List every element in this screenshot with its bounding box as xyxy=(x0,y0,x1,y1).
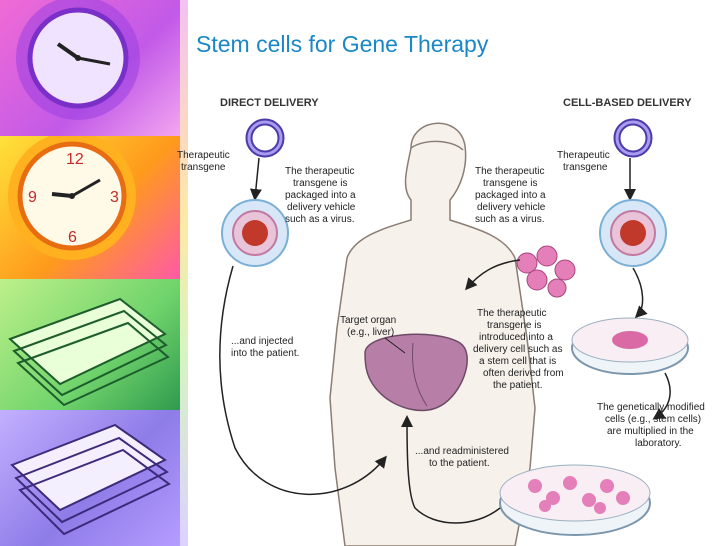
plasmid-ring-direct xyxy=(245,118,285,158)
cell-transgene-label-1: Therapeutic xyxy=(557,150,610,161)
stem-cell-text-2: transgene is xyxy=(487,320,541,331)
clock-icon: 12 9 3 6 xyxy=(8,136,136,260)
virus-vehicle-direct xyxy=(221,199,289,267)
plasmid-ring-cell-based xyxy=(613,118,653,158)
purple-clock-tile xyxy=(0,0,180,136)
readminister-text-1: ...and readministered xyxy=(415,446,509,457)
stem-cell-text-7: the patient. xyxy=(493,380,542,391)
target-organ-label-2: (e.g., liver) xyxy=(347,327,394,338)
stem-cell-text-1: The therapeutic xyxy=(477,308,547,319)
injected-text-1: ...and injected xyxy=(231,336,293,347)
modified-cells-text-3: are multiplied in the xyxy=(607,426,694,437)
petri-dish-small-colony xyxy=(571,317,689,375)
petri-dish-multiplied-cells xyxy=(499,464,651,536)
green-papers-tile xyxy=(0,279,180,410)
gene-therapy-diagram: DIRECT DELIVERY CELL-BASED DELIVERY Ther… xyxy=(175,88,723,546)
cell-vehicle-text-3: packaged into a xyxy=(475,190,546,201)
svg-text:6: 6 xyxy=(68,229,77,246)
stem-cell-text-4: delivery cell such as xyxy=(473,344,562,355)
target-organ-label-1: Target organ xyxy=(340,315,396,326)
stem-cell-text-3: introduced into a xyxy=(479,332,553,343)
direct-vehicle-text-3: packaged into a xyxy=(285,190,356,201)
direct-vehicle-text-2: transgene is xyxy=(293,178,347,189)
cell-vehicle-text-4: delivery vehicle xyxy=(477,202,546,213)
cell-transgene-label-2: transgene xyxy=(563,162,608,173)
readminister-text-2: to the patient. xyxy=(429,458,490,469)
purple-papers-tile xyxy=(0,410,180,546)
decorative-sidebar: 12 9 3 6 xyxy=(0,0,180,546)
stacked-papers-icon xyxy=(8,297,170,407)
virus-vehicle-cell-based xyxy=(599,199,667,267)
injected-text-2: into the patient. xyxy=(231,348,299,359)
stem-cells-cluster xyxy=(516,245,576,298)
modified-cells-text-4: laboratory. xyxy=(635,438,682,449)
stacked-papers-icon xyxy=(10,423,171,536)
orange-clock-tile: 12 9 3 6 xyxy=(0,136,180,279)
stem-cell-text-5: a stem cell that is xyxy=(479,356,556,367)
svg-text:12: 12 xyxy=(66,151,84,168)
modified-cells-text-2: cells (e.g., stem cells) xyxy=(605,414,701,425)
direct-transgene-label-1: Therapeutic xyxy=(177,150,230,161)
liver-organ xyxy=(364,333,468,412)
cell-vehicle-text-1: The therapeutic xyxy=(475,166,545,177)
cell-vehicle-text-2: transgene is xyxy=(483,178,537,189)
cell-based-delivery-header: CELL-BASED DELIVERY xyxy=(563,97,692,109)
direct-vehicle-text-5: such as a virus. xyxy=(285,214,354,225)
modified-cells-text-1: The genetically modified xyxy=(597,402,705,413)
direct-transgene-label-2: transgene xyxy=(181,162,226,173)
direct-delivery-header: DIRECT DELIVERY xyxy=(220,97,319,109)
svg-text:3: 3 xyxy=(110,189,119,206)
clock-icon xyxy=(16,0,140,120)
slide-title: Stem cells for Gene Therapy xyxy=(196,31,489,57)
svg-text:9: 9 xyxy=(28,189,37,206)
stem-cell-text-6: often derived from xyxy=(483,368,564,379)
direct-vehicle-text-1: The therapeutic xyxy=(285,166,355,177)
cell-vehicle-text-5: such as a virus. xyxy=(475,214,544,225)
sidebar-divider xyxy=(180,0,188,546)
direct-vehicle-text-4: delivery vehicle xyxy=(287,202,356,213)
